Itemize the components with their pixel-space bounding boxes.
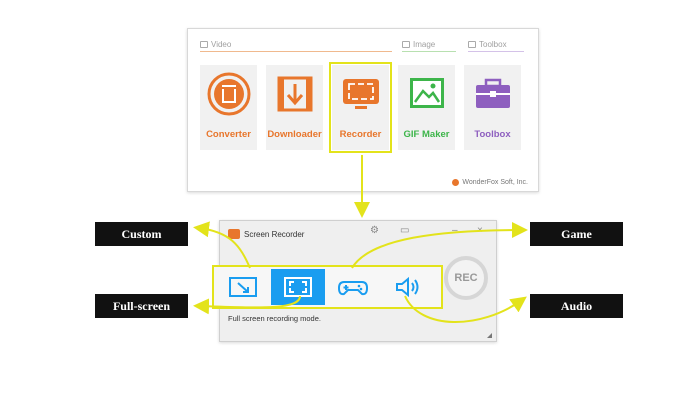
screen-record-icon [338, 71, 384, 117]
custom-mode-button[interactable] [216, 269, 270, 305]
settings-icon[interactable]: ⚙ [370, 225, 379, 236]
converter-label: Converter [206, 129, 251, 140]
minimize-icon[interactable]: – [452, 225, 458, 236]
status-text: Full screen recording mode. [228, 314, 321, 323]
audio-mode-button[interactable] [381, 269, 435, 305]
section-video: Video [200, 40, 231, 49]
gamepad-icon [337, 281, 369, 296]
fullscreen-arrow [193, 295, 301, 315]
download-icon [272, 71, 318, 117]
rec-button[interactable]: REC [444, 256, 488, 300]
audio-arrow [404, 295, 527, 323]
gif-maker-tile[interactable]: GIF Maker [398, 65, 455, 150]
fullscreen-callout: Full-screen [95, 294, 188, 318]
recording-mode-bar [212, 265, 443, 309]
recorder-app-icon [228, 229, 240, 239]
image-landscape-icon [404, 71, 450, 117]
image-section-divider [402, 51, 456, 52]
converter-tile[interactable]: Converter [200, 65, 257, 150]
wonderfox-logo-icon [452, 179, 460, 186]
toolbox-label: Toolbox [474, 129, 511, 140]
launcher-panel: Video Image Toolbox Converter [187, 28, 539, 192]
gif-maker-label: GIF Maker [403, 129, 450, 140]
toolbox-section-divider [468, 51, 524, 52]
toolbox-section-icon [468, 41, 476, 48]
downloader-label: Downloader [267, 129, 322, 140]
fullscreen-icon [284, 277, 312, 297]
audio-callout: Audio [530, 294, 623, 318]
custom-callout: Custom [95, 222, 188, 246]
section-toolbox: Toolbox [468, 40, 507, 49]
custom-region-icon [229, 277, 257, 297]
recorder-label: Recorder [339, 129, 382, 140]
game-mode-button[interactable] [326, 269, 380, 305]
brand-footer: WonderFox Soft, Inc. [452, 179, 528, 186]
resize-grip-icon[interactable] [487, 333, 492, 338]
downloader-tile[interactable]: Downloader [266, 65, 323, 150]
recorder-tile[interactable]: Recorder [329, 62, 392, 153]
custom-arrow [193, 221, 251, 269]
game-arrow [351, 222, 528, 269]
game-callout: Game [530, 222, 623, 246]
fullscreen-mode-button[interactable] [271, 269, 325, 305]
speaker-icon [396, 276, 419, 298]
toolbox-tile[interactable]: Toolbox [464, 65, 521, 150]
toolbox-icon [470, 71, 516, 117]
video-section-divider [200, 51, 392, 52]
window-title: Screen Recorder [244, 230, 305, 239]
video-section-icon [200, 41, 208, 48]
section-image: Image [402, 40, 435, 49]
image-section-icon [402, 41, 410, 48]
film-reel-icon [206, 71, 252, 117]
folder-icon[interactable]: ▭ [400, 225, 410, 236]
